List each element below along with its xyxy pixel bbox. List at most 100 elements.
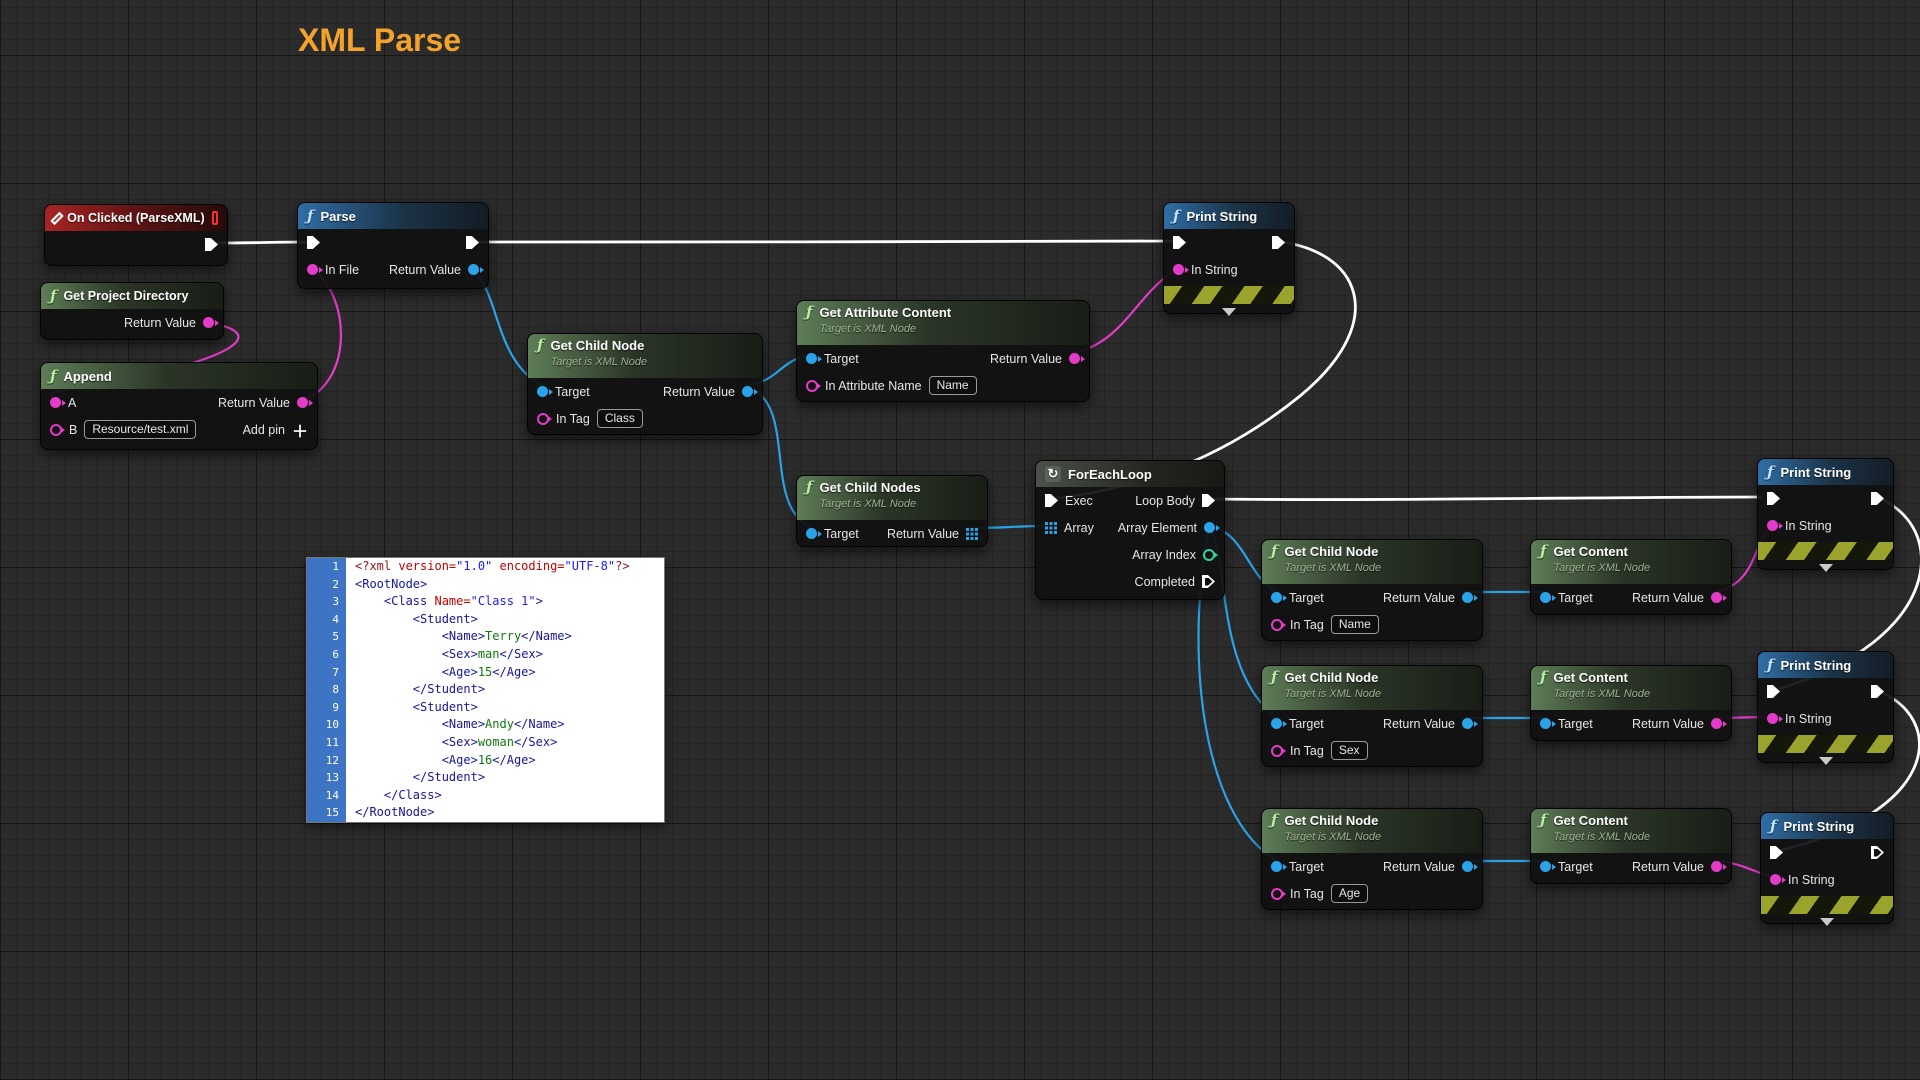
exec-in-pin[interactable] bbox=[1770, 846, 1783, 859]
return-value-pin[interactable] bbox=[297, 397, 313, 408]
exec-out-pin[interactable] bbox=[1871, 492, 1884, 505]
array-element-pin[interactable] bbox=[1204, 522, 1220, 533]
return-value-pin[interactable] bbox=[1711, 861, 1727, 872]
loop-icon: ↻ bbox=[1045, 466, 1061, 482]
exec-out-pin[interactable] bbox=[1871, 685, 1884, 698]
node-on-clicked-event[interactable]: On Clicked (ParseXML) bbox=[44, 204, 228, 266]
exec-out-pin[interactable] bbox=[1871, 846, 1884, 859]
return-value-array-pin[interactable] bbox=[966, 527, 978, 540]
return-value-pin[interactable] bbox=[1462, 718, 1478, 729]
node-get-content-sex[interactable]: ƒ Get Content Target is XML Node Target … bbox=[1530, 665, 1732, 741]
array-index-pin[interactable] bbox=[1203, 548, 1218, 561]
in-attribute-name-pin[interactable] bbox=[806, 379, 821, 392]
xml-source-viewer: 1<?xml version="1.0" encoding="UTF-8"?>2… bbox=[306, 557, 665, 823]
expand-chevron-icon[interactable] bbox=[1818, 564, 1833, 572]
return-value-pin[interactable] bbox=[203, 317, 219, 328]
return-value-pin[interactable] bbox=[1711, 592, 1727, 603]
target-pin[interactable] bbox=[1540, 718, 1556, 729]
exec-in-pin[interactable] bbox=[1767, 492, 1780, 505]
xml-line: 5 <Name>Terry</Name> bbox=[307, 628, 664, 646]
exec-out-pin[interactable] bbox=[1272, 236, 1285, 249]
node-get-child-node-class[interactable]: ƒ Get Child Node Target is XML Node Targ… bbox=[527, 333, 763, 435]
return-value-pin[interactable] bbox=[1069, 353, 1085, 364]
in-tag-field[interactable]: Name bbox=[1330, 615, 1379, 634]
target-pin[interactable] bbox=[1271, 718, 1287, 729]
return-value-pin[interactable] bbox=[468, 264, 484, 275]
delegate-pin[interactable] bbox=[211, 211, 218, 225]
target-pin[interactable] bbox=[1540, 592, 1556, 603]
target-pin[interactable] bbox=[806, 353, 822, 364]
node-get-project-directory[interactable]: ƒ Get Project Directory Return Value bbox=[40, 282, 224, 340]
node-get-child-node-age[interactable]: ƒ Get Child Node Target is XML Node Targ… bbox=[1261, 808, 1483, 910]
node-get-child-node-sex[interactable]: ƒ Get Child Node Target is XML Node Targ… bbox=[1261, 665, 1483, 767]
pin-label: Return Value bbox=[1382, 716, 1455, 731]
b-pin[interactable] bbox=[50, 423, 65, 436]
exec-in-pin[interactable] bbox=[1045, 494, 1058, 507]
target-pin[interactable] bbox=[1271, 592, 1287, 603]
target-pin[interactable] bbox=[537, 386, 553, 397]
in-tag-pin[interactable] bbox=[1271, 744, 1286, 757]
node-append[interactable]: ƒ Append A Return Value B Resource/test.… bbox=[40, 362, 318, 450]
in-string-pin[interactable] bbox=[1770, 874, 1786, 885]
pin-label: Target bbox=[1289, 590, 1324, 605]
exec-in-pin[interactable] bbox=[1767, 685, 1780, 698]
in-tag-field[interactable]: Class bbox=[596, 409, 643, 428]
in-tag-pin[interactable] bbox=[1271, 887, 1286, 900]
xml-line-number: 1 bbox=[307, 558, 346, 576]
node-foreachloop[interactable]: ↻ ForEachLoop Exec Loop Body Array Array… bbox=[1035, 460, 1225, 600]
node-get-child-node-name[interactable]: ƒ Get Child Node Target is XML Node Targ… bbox=[1261, 539, 1483, 641]
node-print-string-1[interactable]: ƒ Print String In String bbox=[1163, 202, 1295, 316]
xml-line-number: 2 bbox=[307, 575, 346, 594]
return-value-pin[interactable] bbox=[1462, 592, 1478, 603]
return-value-pin[interactable] bbox=[1462, 861, 1478, 872]
add-pin-icon[interactable]: ＋ bbox=[291, 423, 308, 441]
xml-line-number: 4 bbox=[307, 610, 346, 629]
expand-chevron-icon[interactable] bbox=[1820, 918, 1834, 926]
node-get-content-age[interactable]: ƒ Get Content Target is XML Node Target … bbox=[1530, 808, 1732, 884]
add-pin-label[interactable]: Add pin bbox=[242, 422, 285, 437]
in-tag-pin[interactable] bbox=[1271, 618, 1286, 631]
in-string-pin[interactable] bbox=[1767, 713, 1783, 724]
array-pin[interactable] bbox=[1045, 521, 1057, 534]
function-icon: ƒ bbox=[1173, 206, 1180, 225]
in-file-pin[interactable] bbox=[307, 264, 323, 275]
exec-in-pin[interactable] bbox=[1173, 236, 1186, 249]
node-get-child-nodes[interactable]: ƒ Get Child Nodes Target is XML Node Tar… bbox=[796, 475, 988, 547]
function-icon: ƒ bbox=[1770, 816, 1777, 835]
in-tag-field[interactable]: Sex bbox=[1330, 741, 1368, 760]
exec-out-pin[interactable] bbox=[466, 236, 479, 249]
return-value-pin[interactable] bbox=[742, 386, 758, 397]
node-title: Get Content bbox=[1553, 670, 1628, 685]
xml-line-number: 11 bbox=[307, 733, 346, 752]
node-subtitle: Target is XML Node bbox=[1553, 831, 1651, 843]
target-pin[interactable] bbox=[1271, 861, 1287, 872]
return-value-pin[interactable] bbox=[1711, 718, 1727, 729]
target-pin[interactable] bbox=[1540, 861, 1556, 872]
in-string-pin[interactable] bbox=[1767, 520, 1783, 531]
node-parse[interactable]: ƒ Parse In File Return Value bbox=[297, 202, 489, 289]
node-print-string-3[interactable]: ƒ Print String In String bbox=[1757, 651, 1894, 765]
node-print-string-4[interactable]: ƒ Print String In String bbox=[1760, 812, 1894, 926]
xml-line: 11 <Sex>woman</Sex> bbox=[307, 733, 664, 752]
pin-label: Return Value bbox=[1631, 590, 1704, 605]
node-get-content-name[interactable]: ƒ Get Content Target is XML Node Target … bbox=[1530, 539, 1732, 615]
exec-in-pin[interactable] bbox=[307, 236, 320, 249]
target-pin[interactable] bbox=[806, 528, 822, 539]
in-string-pin[interactable] bbox=[1173, 264, 1189, 275]
node-get-attribute-content[interactable]: ƒ Get Attribute Content Target is XML No… bbox=[796, 300, 1090, 402]
in-tag-pin[interactable] bbox=[537, 412, 552, 425]
a-pin[interactable] bbox=[50, 397, 66, 408]
loop-body-pin[interactable] bbox=[1202, 494, 1215, 507]
node-print-string-2[interactable]: ƒ Print String In String bbox=[1757, 458, 1894, 572]
expand-chevron-icon[interactable] bbox=[1222, 308, 1236, 316]
completed-pin[interactable] bbox=[1202, 575, 1215, 588]
expand-chevron-icon[interactable] bbox=[1818, 757, 1833, 765]
node-subtitle: Target is XML Node bbox=[550, 356, 648, 368]
node-title: Get Project Directory bbox=[63, 289, 189, 303]
in-attribute-name-field[interactable]: Name bbox=[928, 376, 977, 395]
node-title: Print String bbox=[1780, 464, 1852, 480]
in-tag-field[interactable]: Age bbox=[1330, 884, 1369, 903]
exec-out-pin[interactable] bbox=[205, 238, 218, 251]
b-value-field[interactable]: Resource/test.xml bbox=[84, 420, 197, 439]
